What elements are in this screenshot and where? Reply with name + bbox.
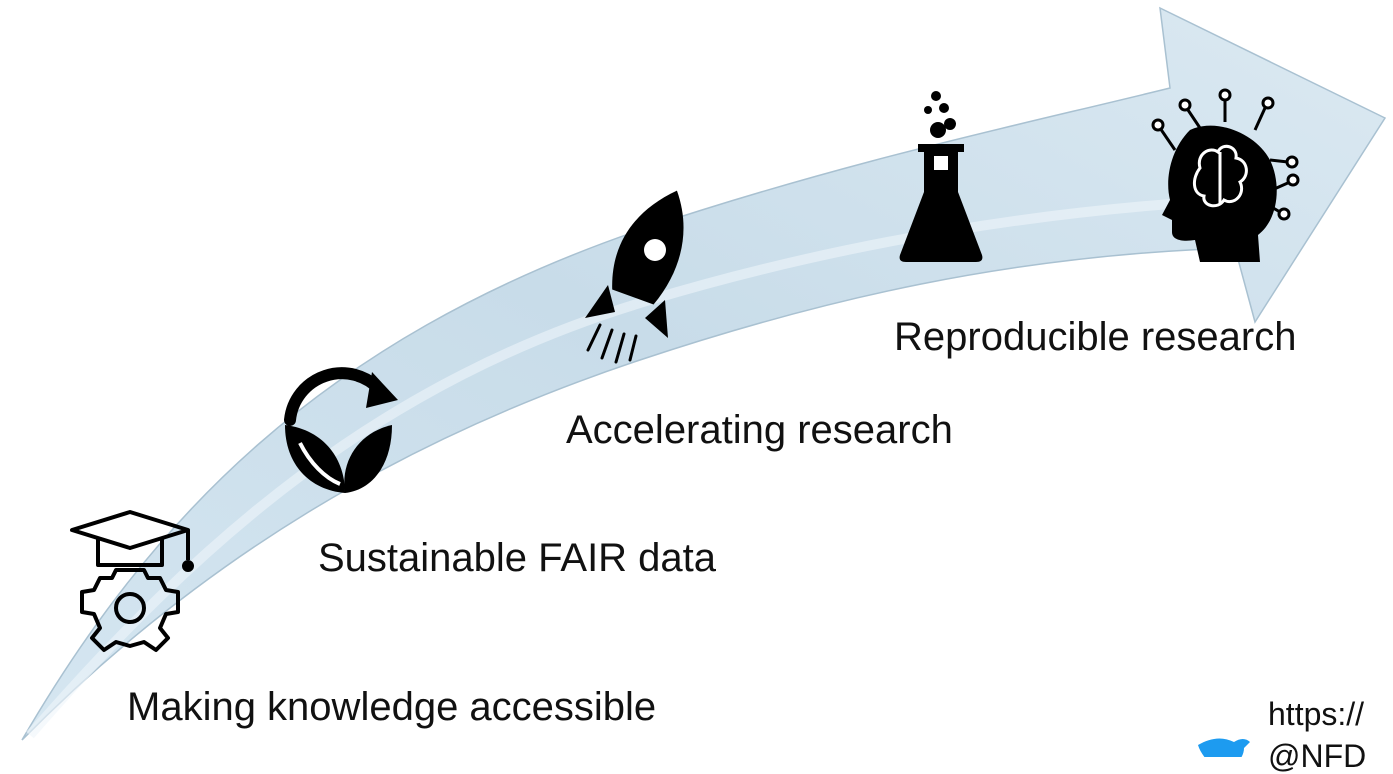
- rocket-icon: [585, 190, 684, 364]
- progress-arrow: [21, 6, 1387, 741]
- roadmap-diagram: Reproducible research Accelerating resea…: [21, 6, 1387, 772]
- footer-url[interactable]: https://: [1268, 696, 1365, 732]
- diagram-canvas: [21, 6, 1387, 769]
- flask-icon: [899, 91, 983, 262]
- footer-twitter-handle[interactable]: @NFD: [1268, 738, 1367, 774]
- graduation-cap-gear-icon: [70, 510, 194, 652]
- ai-brain-head-icon: [1151, 88, 1300, 263]
- step-label-accelerating-research: Accelerating research: [566, 408, 953, 452]
- sustainability-cycle-icon: [284, 367, 398, 493]
- twitter-bird-icon: [1198, 738, 1250, 769]
- step-label-sustainable-fair-data: Sustainable FAIR data: [318, 536, 717, 580]
- step-label-making-knowledge-accessible: Making knowledge accessible: [127, 685, 657, 729]
- step-label-reproducible-research: Reproducible research: [894, 315, 1297, 359]
